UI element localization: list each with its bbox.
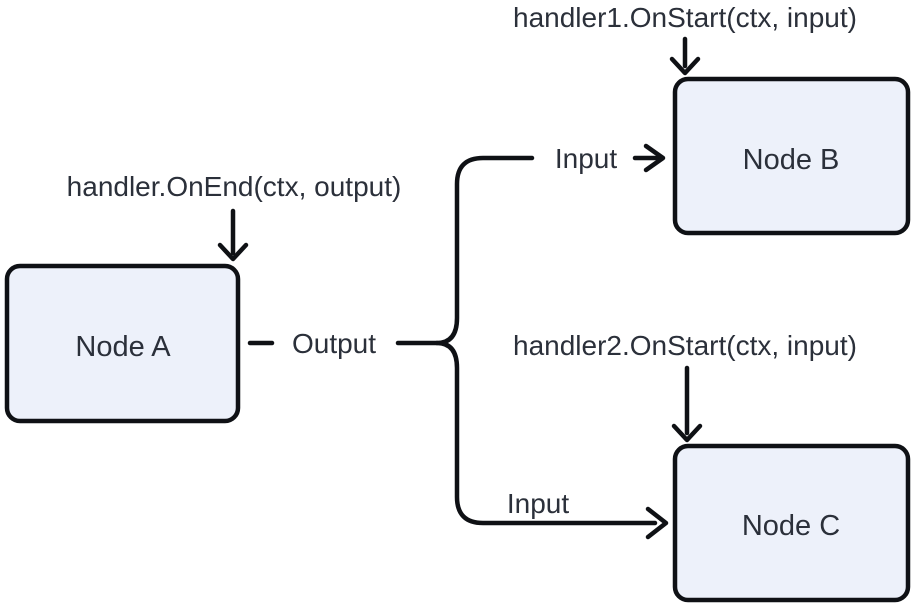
on-end-arrow-icon	[217, 208, 249, 262]
node-b-label: Node B	[743, 144, 840, 176]
node-a-label: Node A	[75, 331, 171, 363]
node-b-box	[672, 76, 911, 236]
on-end-annotation: handler.OnEnd(ctx, output)	[67, 171, 402, 202]
input-arrow-node-b-icon	[632, 143, 666, 173]
fork-brace-path	[434, 155, 658, 526]
node-a-box	[4, 263, 241, 424]
on-start-2-annotation: handler2.OnStart(ctx, input)	[513, 330, 857, 361]
on-start-1-annotation: handler1.OnStart(ctx, input)	[513, 2, 857, 33]
output-edge-label: Output	[292, 328, 376, 359]
input-edge-label-node-c: Input	[507, 488, 569, 519]
node-c-label: Node C	[742, 510, 840, 542]
on-start-1-arrow-icon	[669, 36, 701, 76]
input-edge-label-node-b: Input	[555, 143, 617, 174]
input-arrow-node-c-icon	[645, 506, 669, 540]
node-c-box	[672, 443, 911, 603]
on-start-2-arrow-icon	[671, 365, 703, 443]
